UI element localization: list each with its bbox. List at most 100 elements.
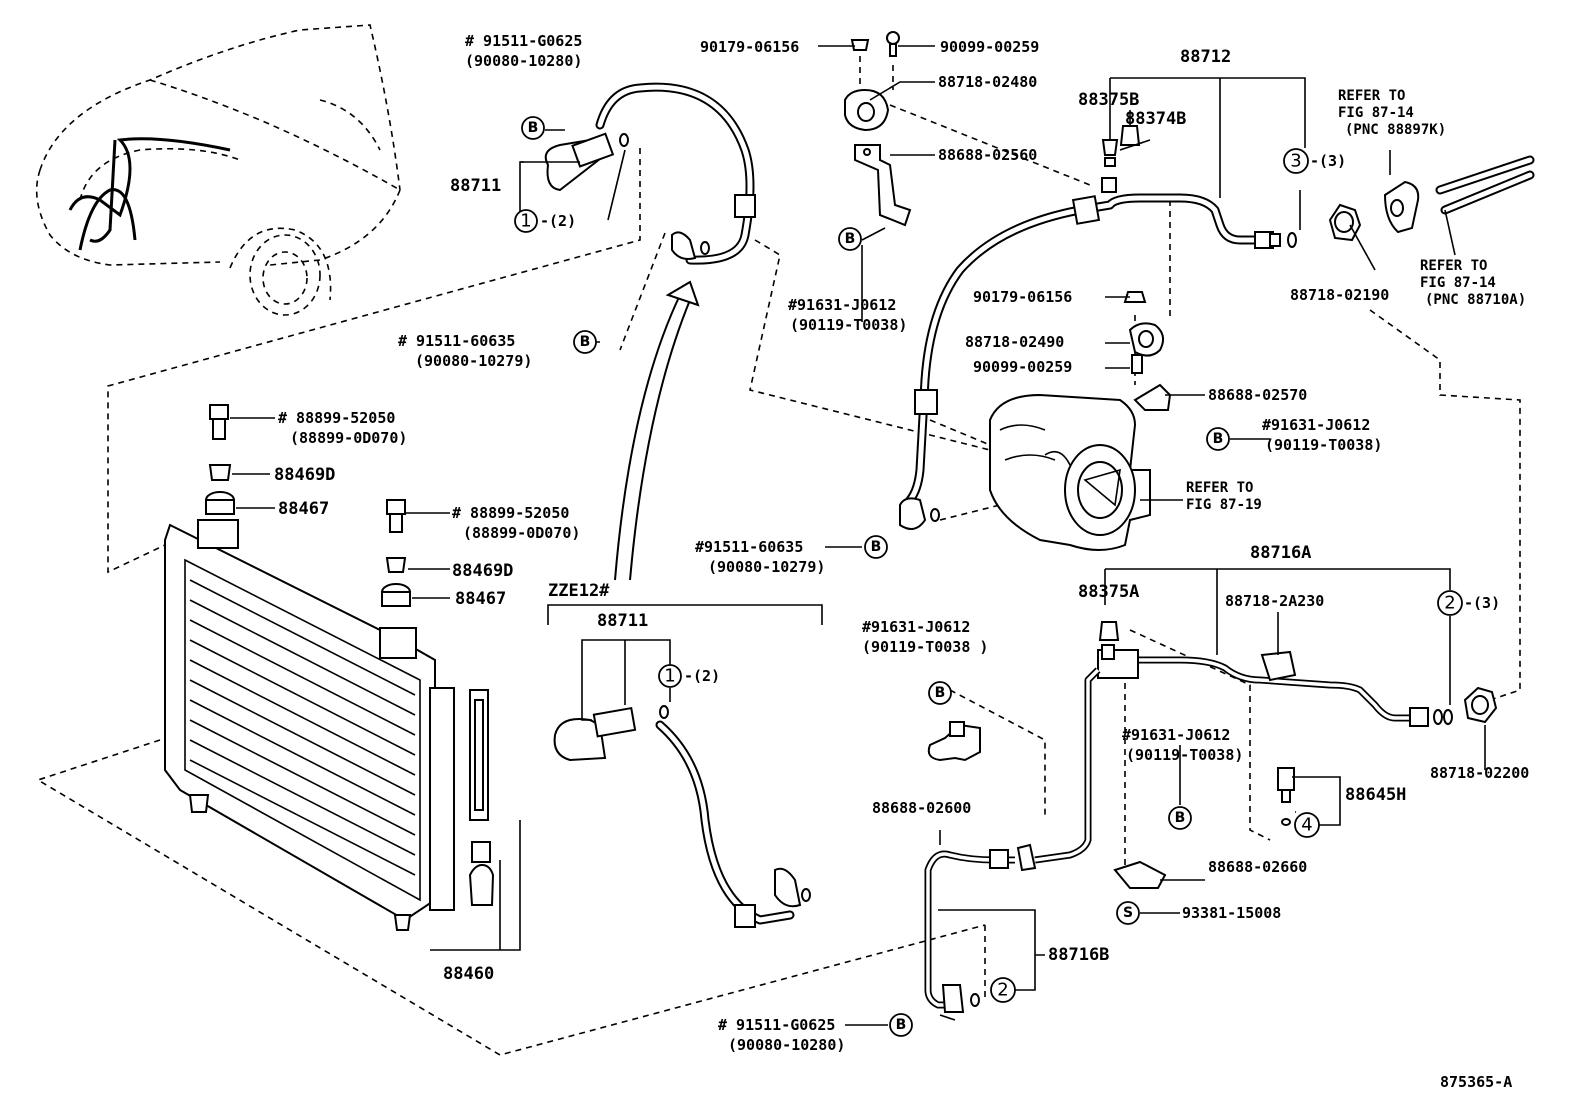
condenser-mounts — [205, 404, 411, 607]
liquid-pipe-88716B — [924, 843, 1037, 1013]
label-qty-3-top: -(3) — [1310, 152, 1346, 170]
condenser — [164, 519, 521, 951]
label-90119-t0038-d: (90119-T0038) — [1126, 746, 1243, 764]
discharge-hose-88711 — [544, 82, 756, 265]
label-88899-52050-a: # 88899-52050 — [278, 409, 395, 427]
discharge-hose-zze12 — [547, 604, 823, 928]
label-90179-06156-mid: 90179-06156 — [973, 288, 1072, 306]
label-90119-t0038-b: (90119-T0038) — [1265, 436, 1382, 454]
label-88469d-b: 88469D — [452, 561, 513, 581]
label-88716b: 88716B — [1048, 945, 1109, 965]
figure-code: 875365-A — [1440, 1073, 1512, 1091]
label-88716a: 88716A — [1250, 543, 1311, 563]
label-91631-j0612-d: #91631-J0612 — [1122, 726, 1230, 744]
label-90080-10280-top: (90080-10280) — [465, 52, 582, 70]
label-91511-60635-mid: #91511-60635 — [695, 538, 803, 556]
label-refer-mid-1: REFER TO — [1420, 258, 1487, 274]
label-refer-mid-2: FIG 87-14 — [1420, 275, 1496, 291]
label-qty-2-top: -(2) — [540, 212, 576, 230]
label-88467-b: 88467 — [455, 589, 506, 609]
vehicle-location-sketch — [35, 24, 401, 316]
marker-1-a — [514, 209, 538, 233]
label-90080-10279-top: (90080-10279) — [415, 352, 532, 370]
marker-2-a — [1437, 590, 1463, 616]
marker-b-4-text: B — [1213, 431, 1224, 447]
label-88688-02560: 88688-02560 — [938, 146, 1037, 164]
label-90179-06156-top: 90179-06156 — [700, 38, 799, 56]
label-88712: 88712 — [1180, 47, 1231, 67]
suction-pipe-88712 — [899, 125, 1297, 530]
marker-3 — [1283, 148, 1309, 174]
marker-b-1 — [521, 116, 545, 140]
clamp-assembly-mid — [1123, 291, 1172, 411]
label-91631-j0612-b: #91631-J0612 — [1262, 416, 1370, 434]
label-88899-52050-b: # 88899-52050 — [452, 504, 569, 522]
label-90119-t0038-c: (90119-T0038 ) — [862, 638, 988, 656]
label-refer-top-1: REFER TO — [1338, 88, 1405, 104]
label-88374b: 88374B — [1125, 109, 1186, 129]
label-qty-3-bot: -(3) — [1464, 594, 1500, 612]
marker-b-5 — [864, 535, 888, 559]
clamp-assembly-top — [844, 31, 912, 227]
label-88469d-a: 88469D — [274, 465, 335, 485]
label-90080-10279-mid: (90080-10279) — [708, 558, 825, 576]
label-91511-60635-top: # 91511-60635 — [398, 332, 515, 350]
marker-b-5-text: B — [871, 539, 882, 555]
label-refer-mid-3: (PNC 88710A) — [1425, 292, 1526, 308]
label-refer-comp-2: FIG 87-19 — [1186, 497, 1262, 513]
right-top-fittings — [1328, 155, 1535, 242]
label-88645h: 88645H — [1345, 785, 1406, 805]
label-88375b: 88375B — [1078, 90, 1139, 110]
marker-2-b-text: 2 — [997, 980, 1008, 1001]
label-88688-02600: 88688-02600 — [872, 799, 971, 817]
marker-b-1-text: B — [528, 120, 539, 136]
label-90099-00259-top: 90099-00259 — [940, 38, 1039, 56]
label-90119-t0038-a: (90119-T0038) — [790, 316, 907, 334]
marker-2-b — [990, 977, 1016, 1003]
label-88718-02480: 88718-02480 — [938, 73, 1037, 91]
label-91631-j0612-a: #91631-J0612 — [788, 296, 896, 314]
label-refer-top-3: (PNC 88897K) — [1345, 122, 1446, 138]
marker-b-3 — [573, 330, 597, 354]
marker-b-6 — [928, 681, 952, 705]
marker-b-7 — [1168, 806, 1192, 830]
label-88711-top: 88711 — [450, 176, 501, 196]
label-91631-j0612-c: #91631-J0612 — [862, 618, 970, 636]
marker-1-a-text: 1 — [520, 211, 531, 232]
label-88718-02200: 88718-02200 — [1430, 764, 1529, 782]
flow-arrow — [614, 280, 700, 581]
marker-b-4 — [1206, 427, 1230, 451]
label-91511-g0625-bot: # 91511-G0625 — [718, 1016, 835, 1034]
part-labels: # 91511-G0625 (90080-10280) 88711 -(2) 9… — [274, 32, 1529, 1091]
marker-b-3-text: B — [580, 334, 591, 350]
label-88688-02570: 88688-02570 — [1208, 386, 1307, 404]
label-88375a: 88375A — [1078, 582, 1139, 602]
label-88899-0d070-b: (88899-0D070) — [463, 524, 580, 542]
marker-b-2-text: B — [845, 231, 856, 247]
label-88688-02660: 88688-02660 — [1208, 858, 1307, 876]
marker-1-b — [658, 664, 682, 688]
marker-b-8-text: B — [896, 1017, 907, 1033]
label-90080-10280-bot: (90080-10280) — [728, 1036, 845, 1054]
marker-4 — [1294, 812, 1320, 838]
leader-lines — [230, 45, 1486, 1026]
marker-4-text: 4 — [1301, 815, 1312, 836]
marker-3-text: 3 — [1290, 151, 1301, 172]
marker-b-7-text: B — [1175, 810, 1186, 826]
circle-markers: B 1 B B 3 B B 1 2 B B 4 S 2 B — [514, 116, 1463, 1037]
label-88467-a: 88467 — [278, 499, 329, 519]
marker-2-a-text: 2 — [1444, 593, 1455, 614]
marker-1-b-text: 1 — [664, 666, 675, 687]
label-91511-g0625-top: # 91511-G0625 — [465, 32, 582, 50]
label-88718-02490: 88718-02490 — [965, 333, 1064, 351]
liquid-pipe-88716A — [1034, 621, 1498, 864]
label-93381-15008: 93381-15008 — [1182, 904, 1281, 922]
label-88711-zze: 88711 — [597, 611, 648, 631]
label-88460: 88460 — [443, 964, 494, 984]
marker-b-6-text: B — [935, 685, 946, 701]
marker-b-8 — [889, 1013, 913, 1037]
label-88718-2a230: 88718-2A230 — [1225, 592, 1324, 610]
label-90099-00259-mid: 90099-00259 — [973, 358, 1072, 376]
lower-brackets — [927, 721, 1295, 889]
label-88899-0d070-a: (88899-0D070) — [290, 429, 407, 447]
